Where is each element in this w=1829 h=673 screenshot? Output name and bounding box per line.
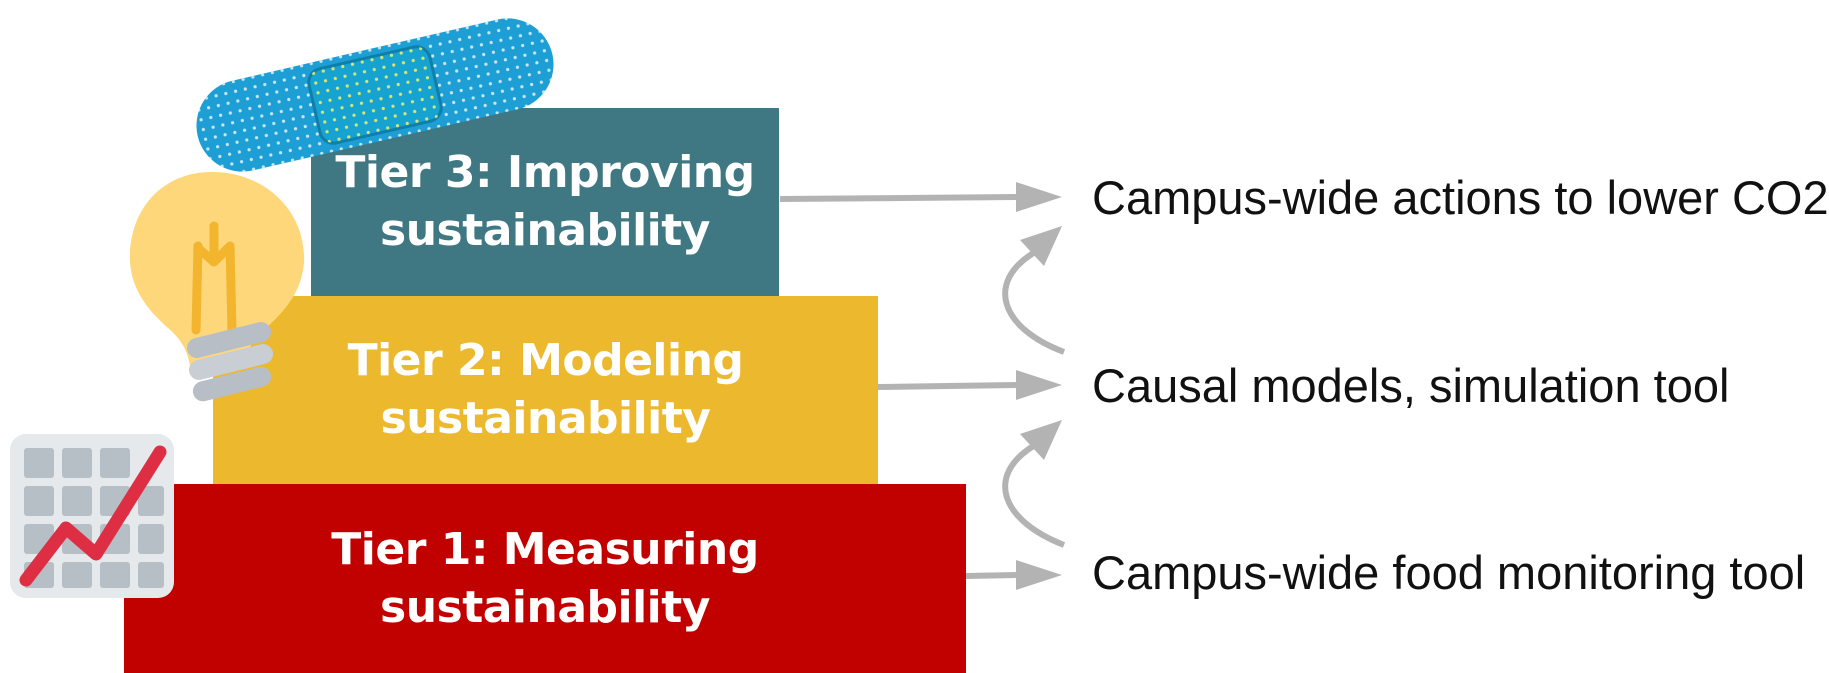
tier-3-subtitle: sustainability [380,205,710,256]
tier-2-subtitle: sustainability [380,393,711,444]
tier-1-block: Tier 1: Measuring sustainability [124,484,966,673]
bandage-icon [196,18,554,172]
arrows [779,182,1066,590]
tier-1-arrow [965,560,1062,590]
tier-3-arrow [779,182,1062,212]
tier-3-output-label: Campus-wide actions to lower CO2 [1092,171,1829,224]
curved-arrow-tier1-to-tier2 [1002,420,1066,548]
diagram-overlay [10,18,1066,598]
chart-increasing-icon [10,434,174,598]
tier-1-output-label: Campus-wide food monitoring tool [1092,546,1806,599]
tier-2-block: Tier 2: Modeling sustainability [213,296,878,484]
tier-3-label: Tier 3: Improving sustainability [335,144,755,260]
tier-2-arrow [877,370,1062,400]
tier-3-block: Tier 3: Improving sustainability [311,108,779,296]
tier-2-label: Tier 2: Modeling sustainability [348,332,744,448]
tier-3-title: Tier 3: Improving [335,147,755,198]
tier-1-label: Tier 1: Measuring sustainability [331,521,759,637]
lightbulb-icon [129,172,305,402]
curved-arrow-tier2-to-tier3 [1002,226,1066,355]
tier-2-title: Tier 2: Modeling [347,335,744,386]
tier-1-title: Tier 1: Measuring [331,523,759,575]
tier-1-subtitle: sustainability [380,581,710,633]
tier-2-output-label: Causal models, simulation tool [1092,359,1730,412]
